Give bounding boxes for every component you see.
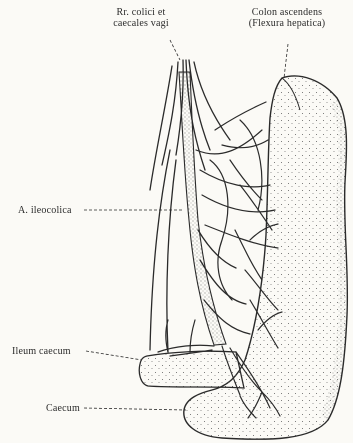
label-colon-line2: (Flexura hepatica) [226,18,348,29]
vagal-nerve-branches [150,60,250,352]
ileocolic-artery-trunk [179,72,226,345]
label-colon-line1: Colon ascendens [226,7,348,18]
label-vagi-line2: caecales vagi [100,18,182,29]
ileum-outline [139,351,244,388]
label-vagi-line1: Rr. colici et [100,7,182,18]
label-colon-ascendens: Colon ascendens (Flexura hepatica) [226,7,348,29]
label-rr-colici-vagi: Rr. colici et caecales vagi [100,7,182,29]
label-caecum: Caecum [46,403,80,414]
label-ileum-caecum: Ileum caecum [12,346,71,357]
label-a-ileocolica: A. ileocolica [18,205,72,216]
